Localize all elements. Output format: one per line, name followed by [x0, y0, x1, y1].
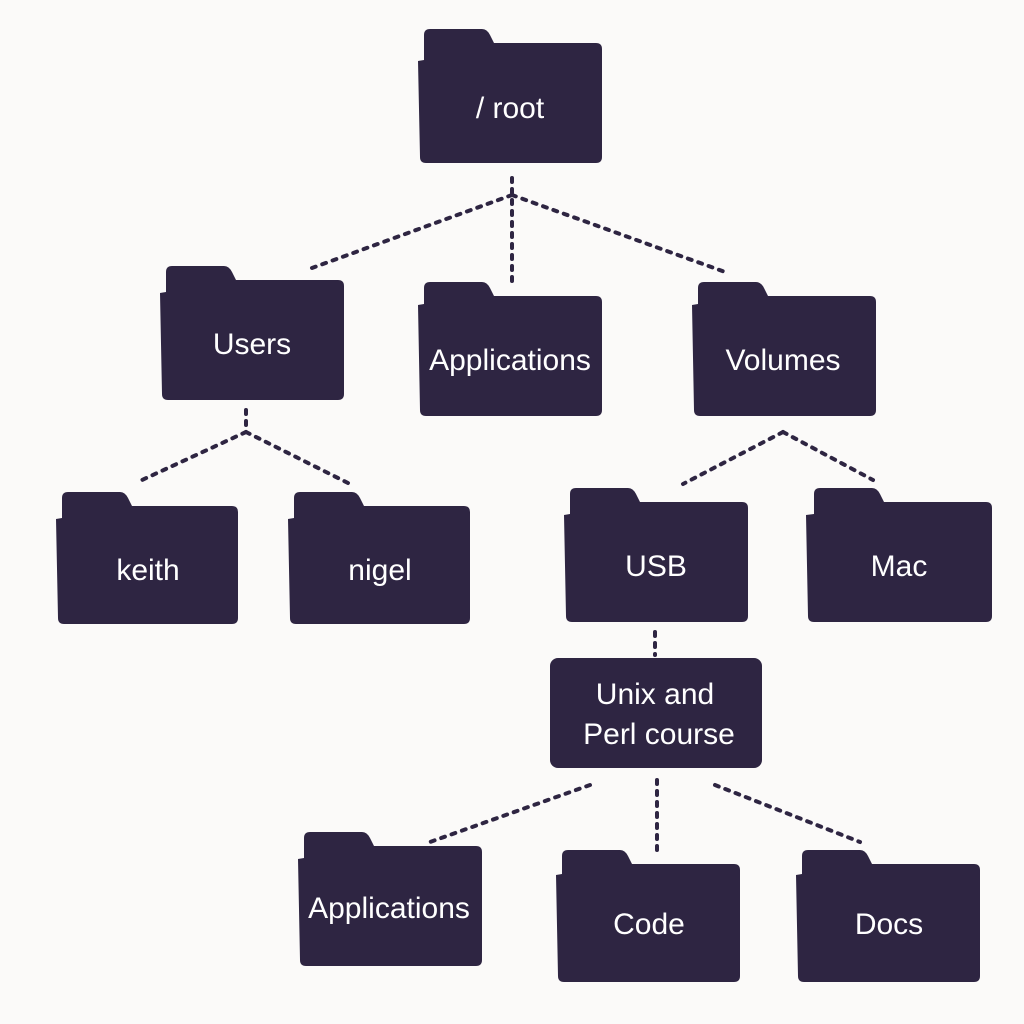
connector-root-volumes	[510, 193, 727, 274]
connector-users-keith	[140, 430, 248, 482]
connector-root-users	[310, 193, 514, 270]
folder-icon	[56, 492, 238, 624]
connector-users-nigel	[244, 430, 354, 487]
folder-icon	[564, 488, 748, 622]
folder-mac[interactable]: Mac	[806, 488, 992, 622]
folder-label: Docs	[855, 908, 923, 941]
folder-label: Applications	[308, 892, 470, 925]
folder-icon	[160, 266, 344, 400]
course-label-line1: Unix and	[596, 678, 714, 711]
course-box[interactable]: Unix and Perl course	[550, 658, 762, 768]
folder-users[interactable]: Users	[160, 266, 344, 400]
folder-icon	[692, 282, 876, 416]
folder-nigel[interactable]: nigel	[288, 492, 470, 624]
course-box-shape	[550, 658, 762, 768]
folder-keith[interactable]: keith	[56, 492, 238, 624]
folder-volumes[interactable]: Volumes	[692, 282, 876, 416]
connectors	[140, 176, 875, 854]
connector-course-docs	[713, 783, 862, 844]
folder-icon	[806, 488, 992, 622]
folder-icon	[288, 492, 470, 624]
folder-icon	[418, 29, 602, 163]
folder-label: Code	[613, 908, 685, 941]
folder-docs[interactable]: Docs	[796, 850, 980, 982]
folder-applications[interactable]: Applications	[418, 282, 602, 416]
connector-volumes-mac	[781, 430, 875, 482]
folder-label: Volumes	[725, 344, 840, 377]
folder-label: keith	[116, 554, 179, 587]
folder-icon	[418, 282, 602, 416]
folder-code[interactable]: Code	[556, 850, 740, 982]
folder-icon	[556, 850, 740, 982]
folder-label: Users	[213, 328, 291, 361]
folder-label: / root	[476, 92, 545, 125]
folder-label: nigel	[348, 554, 411, 587]
connector-course-applications	[428, 783, 592, 844]
folder-icon	[796, 850, 980, 982]
connector-volumes-usb	[681, 430, 785, 486]
folder-course-applications[interactable]: Applications	[298, 832, 482, 966]
folder-label: USB	[625, 550, 687, 583]
folder-label: Mac	[871, 550, 928, 583]
course-label-line2: Perl course	[583, 718, 735, 751]
folder-usb[interactable]: USB	[564, 488, 748, 622]
folder-icon	[298, 832, 482, 966]
folder-label: Applications	[429, 344, 591, 377]
folder-root[interactable]: / root	[418, 29, 602, 163]
